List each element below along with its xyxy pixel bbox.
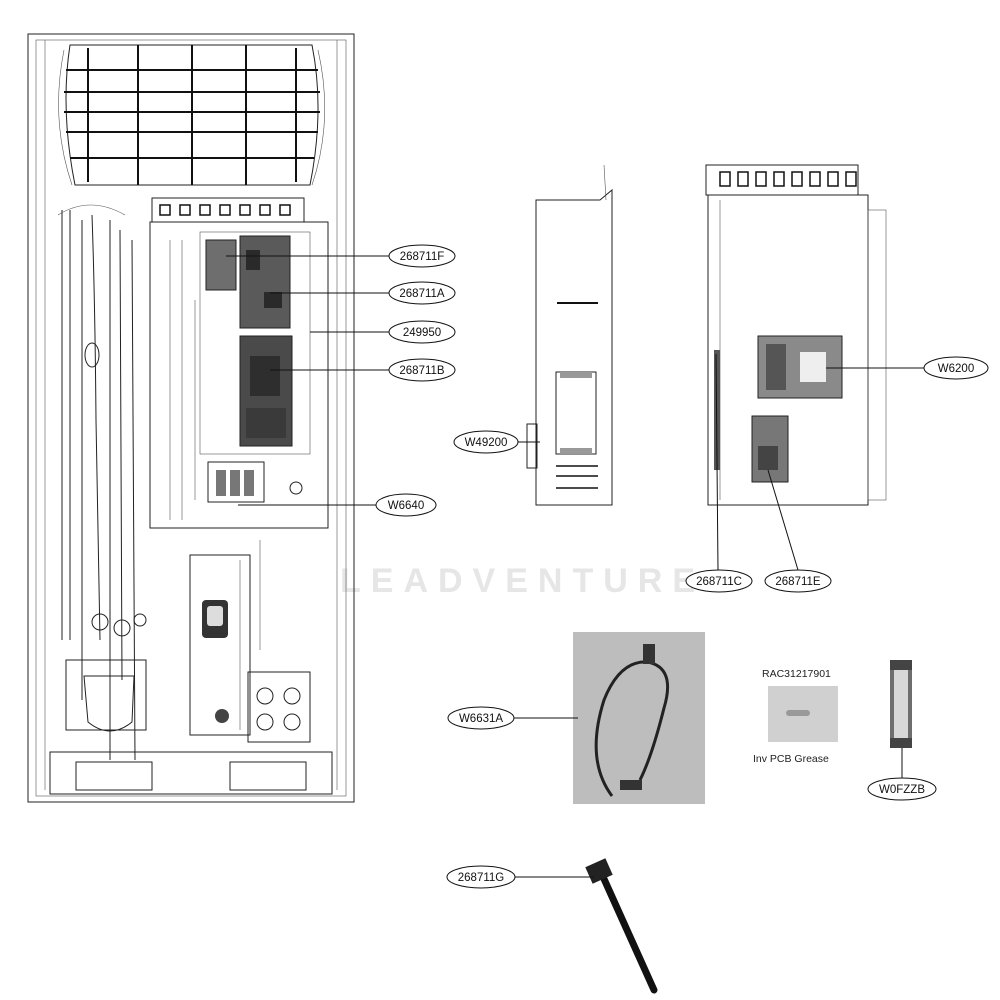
outdoor-unit-front-view <box>27 33 355 803</box>
grease-part-number: RAC31217901 <box>762 668 831 680</box>
callout-W6631A[interactable]: W6631A <box>447 706 515 730</box>
callout-W6200-label: W6200 <box>938 363 974 375</box>
sensor-268711G <box>585 858 658 994</box>
callout-268711A-label: 268711A <box>399 288 445 300</box>
control-box-vents <box>151 197 305 223</box>
pcb-268711F <box>205 239 237 291</box>
callout-W6640[interactable]: W6640 <box>375 493 437 517</box>
piping <box>57 204 147 761</box>
callout-268711G-label: 268711G <box>458 872 505 884</box>
callout-268711E-label: 268711E <box>775 576 821 588</box>
callout-W49200-label: W49200 <box>465 437 508 449</box>
side-panel-view <box>526 164 613 506</box>
callout-249950-label: 249950 <box>403 327 441 339</box>
callout-268711B[interactable]: 268711B <box>388 358 456 382</box>
callout-268711C-label: 268711C <box>696 576 742 588</box>
callout-W6200[interactable]: W6200 <box>923 356 989 380</box>
callout-W0FZZB[interactable]: W0FZZB <box>867 777 937 801</box>
callout-W6631A-label: W6631A <box>459 713 503 725</box>
control-box <box>149 221 329 529</box>
callout-268711C[interactable]: 268711C <box>685 569 753 593</box>
callout-249950[interactable]: 249950 <box>388 320 456 344</box>
fuse-W0FZZB <box>890 660 912 748</box>
leader-lines <box>226 255 924 878</box>
callout-268711F-label: 268711F <box>400 251 445 263</box>
fan-grille <box>58 44 326 186</box>
watermark: LEADVENTURE <box>340 562 705 600</box>
compressor <box>189 540 261 736</box>
grease-caption: Inv PCB Grease <box>753 753 829 765</box>
cable-W6631A <box>573 632 705 804</box>
pcb-268711A <box>239 235 291 329</box>
control-box-rear-view <box>705 164 887 506</box>
callout-W6640-label: W6640 <box>388 500 424 512</box>
callout-268711F[interactable]: 268711F <box>388 244 456 268</box>
callout-268711A[interactable]: 268711A <box>388 281 456 305</box>
callout-268711B-label: 268711B <box>399 365 445 377</box>
callout-268711E[interactable]: 268711E <box>764 569 832 593</box>
callout-W0FZZB-label: W0FZZB <box>879 784 925 796</box>
callout-268711G[interactable]: 268711G <box>446 865 516 889</box>
inv-pcb-grease: RAC31217901 Inv PCB Grease <box>753 668 838 765</box>
callout-W49200[interactable]: W49200 <box>453 430 519 454</box>
